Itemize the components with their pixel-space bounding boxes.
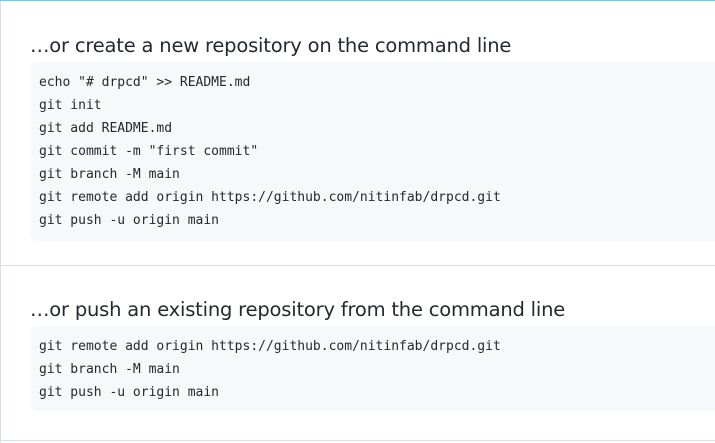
section-divider (1, 265, 715, 266)
section-title-push-existing: …or push an existing repository from the… (30, 298, 566, 321)
top-accent-line (0, 0, 715, 1)
code-line[interactable]: git branch -M main (39, 362, 180, 377)
code-block-create-new[interactable]: echo "# drpcd" >> README.md git init git… (31, 62, 715, 241)
code-line[interactable]: git push -u origin main (39, 213, 220, 228)
code-line[interactable]: git commit -m "first commit" (39, 144, 259, 159)
create-new-repo-section: …or create a new repository on the comma… (1, 1, 715, 265)
code-line[interactable]: git init (39, 98, 102, 113)
code-line[interactable]: echo "# drpcd" >> README.md (39, 75, 251, 90)
code-line[interactable]: git remote add origin https://github.com… (39, 190, 501, 205)
code-block-push-existing[interactable]: git remote add origin https://github.com… (31, 326, 715, 411)
code-line[interactable]: git add README.md (39, 121, 173, 136)
section-title-create-new: …or create a new repository on the comma… (30, 34, 512, 57)
code-line[interactable]: git push -u origin main (39, 385, 220, 400)
left-border (0, 1, 1, 443)
code-line[interactable]: git branch -M main (39, 167, 180, 182)
code-line[interactable]: git remote add origin https://github.com… (39, 339, 501, 354)
push-existing-repo-section: …or push an existing repository from the… (1, 266, 715, 440)
section-divider (1, 440, 715, 441)
